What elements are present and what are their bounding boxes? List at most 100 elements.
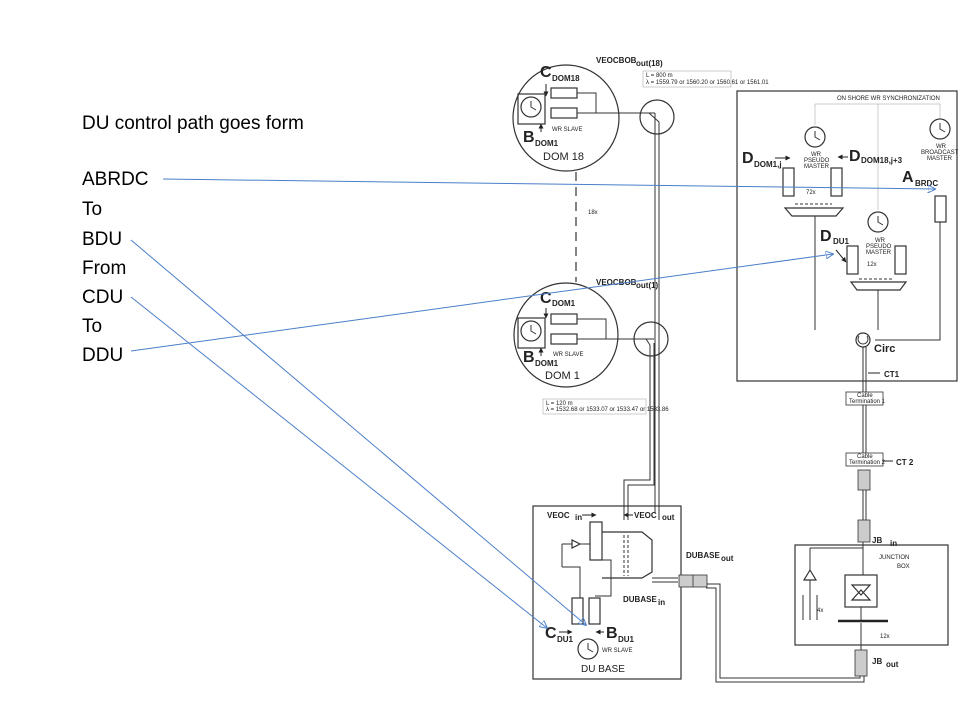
- du-base-transceiver-c: [571, 597, 584, 625]
- pseudo-master-2-clock-icon: [867, 211, 889, 233]
- onshore-ddu-sub: DU1: [833, 237, 850, 246]
- dom1-wr-slave: WR SLAVE: [553, 352, 584, 358]
- du-base-b-label: B: [606, 625, 618, 642]
- text-line-ddu: DDU: [82, 345, 124, 366]
- ct2-label: CT 2: [896, 458, 914, 467]
- du-base-transceiver-b: [588, 597, 601, 625]
- text-line-cdu: CDU: [82, 287, 124, 308]
- svg-text:Termination 2: Termination 2: [849, 460, 886, 466]
- svg-text:Termination 1: Termination 1: [849, 399, 886, 405]
- pseudo-master-2-l2: PSEUDO: [866, 244, 892, 250]
- pseudo-master-1-l3: MASTER: [804, 164, 830, 170]
- dom18-clock-icon: [520, 96, 542, 118]
- dom18-fiber-spec-2: λ = 1559.79 or 1560.20 or 1560.61 or 156…: [646, 80, 769, 86]
- onshore-wr-sync-box: ON SHORE WR SYNCHRONIZATION WR PSEUDO MA…: [736, 90, 959, 392]
- dubase-in-label: DUBASE: [623, 595, 657, 604]
- du-base-c-label: C: [545, 625, 557, 642]
- onshore-mux-12x: [849, 281, 908, 291]
- jb-in-sub: in: [890, 539, 897, 548]
- jb-in-label: JB: [872, 536, 882, 545]
- multiplier-18x: 18x: [588, 210, 598, 216]
- dom18-b-label: B: [523, 129, 535, 146]
- du-base-c-sub: DU1: [557, 635, 574, 644]
- jb-splitter-box: [844, 574, 878, 608]
- du-base-wr-slave: WR SLAVE: [602, 648, 633, 654]
- jb-4x: 4x: [817, 608, 823, 614]
- text-line-heading: DU control path goes form: [82, 113, 304, 134]
- dom18-veocbob-label: VEOCBOB: [596, 56, 637, 65]
- onshore-mux-72x: [783, 207, 845, 217]
- du-base: VEOC in VEOC out C DU1 B DU1 WR SLAVE DU…: [532, 505, 682, 680]
- pseudo-master-1-clock-icon: [804, 126, 826, 148]
- text-line-to-2: To: [82, 316, 103, 337]
- dom18-title: DOM 18: [543, 151, 584, 163]
- svg-text:Cable: Cable: [857, 454, 873, 460]
- dom18-circle: [512, 64, 620, 172]
- broadcast-transmitter: [934, 195, 947, 223]
- veoc-out-sub: out: [662, 513, 675, 522]
- onshore-d18-label: D: [849, 148, 861, 165]
- jb-12x: 12x: [880, 634, 890, 640]
- pseudo-master-1-l1: WR: [811, 152, 822, 158]
- onshore-ddu-label: D: [820, 228, 832, 245]
- dom1-fiber-spec-1: L = 120 m: [546, 401, 573, 407]
- dom18-wr-slave: WR SLAVE: [552, 127, 583, 133]
- onshore-a-label: A: [902, 169, 914, 186]
- dom1-module: C DOM1 B DOM1 WR SLAVE DOM 1: [513, 282, 654, 388]
- dom18-transceiver-top: [550, 87, 578, 99]
- dom1-fiber-spec-2: λ = 1532.68 or 1533.07 or 1533.47 or 153…: [546, 407, 669, 413]
- dubase-to-jb-cable: [706, 583, 861, 679]
- dom1-c-sub: DOM1: [552, 299, 576, 308]
- dubase-out-sub: out: [721, 554, 734, 563]
- junction-box-frame: [794, 544, 949, 646]
- dom1-title: DOM 1: [545, 370, 580, 382]
- dom1-b-sub: DOM1: [535, 359, 559, 368]
- text-line-bdu: BDU: [82, 229, 123, 250]
- arrow-abrdc: [162, 178, 935, 189]
- du-base-frame: [532, 505, 682, 680]
- broadcast-master-l2: BROADCAST: [921, 150, 959, 156]
- broadcast-master-clock-icon: [929, 118, 951, 140]
- veoc-in-label: VEOC: [547, 511, 570, 520]
- connector-jb-in: [857, 519, 871, 543]
- jb-title-l2: BOX: [897, 564, 910, 570]
- arrow-cdu: [130, 296, 547, 628]
- arrow-ddu: [130, 254, 833, 352]
- dom18-b-sub: DOM1: [535, 139, 559, 148]
- onshore-d1-sub: DOM1,j: [754, 160, 782, 169]
- dom1-c-label: C: [540, 290, 552, 307]
- text-line-to-1: To: [82, 199, 103, 220]
- cable-termination-1: Cable Termination 1: [845, 391, 886, 406]
- jb-amplifier-4x: [802, 568, 818, 581]
- dom18-fiber-spec-1: L = 800 m: [646, 73, 673, 79]
- du-base-b-sub: DU1: [618, 635, 635, 644]
- text-line-abrdc: ABRDC: [82, 169, 149, 190]
- connector-ct2: [857, 469, 871, 491]
- text-line-from: From: [82, 258, 127, 279]
- ct1-label: CT1: [884, 370, 900, 379]
- dom18-transceiver-bottom: [550, 107, 578, 119]
- dom18-veocbob-sub: out(18): [636, 59, 663, 68]
- dom1-veocbob-circle: [633, 321, 669, 357]
- pseudo-master-2-l1: WR: [875, 238, 886, 244]
- dom1-circle: [513, 282, 619, 388]
- svg-text:Cable: Cable: [857, 393, 873, 399]
- du-base-clock-icon: [577, 638, 599, 660]
- pseudo-master-1-l2: PSEUDO: [804, 158, 830, 164]
- junction-box: JB in JUNCTION BOX 4x 12x: [794, 536, 949, 650]
- connector-jb-out: [854, 649, 868, 677]
- dom18-clock-hands: [530, 101, 537, 111]
- dom1-b-label: B: [523, 349, 535, 366]
- arrow-bdu: [130, 239, 586, 625]
- dom18-c-label: C: [540, 64, 552, 81]
- onshore-a-sub: BRDC: [915, 179, 938, 188]
- circulator-label: Circ: [874, 343, 895, 355]
- dubase-in-sub: in: [658, 598, 665, 607]
- onshore-box-frame: [736, 90, 958, 382]
- broadcast-master-l3: MASTER: [927, 156, 953, 162]
- dom1-veocbob-sub: out(1): [636, 281, 659, 290]
- onshore-d18-sub: DOM18,j+3: [861, 156, 903, 165]
- du-base-mux: [602, 531, 653, 579]
- du-base-title: DU BASE: [581, 664, 625, 675]
